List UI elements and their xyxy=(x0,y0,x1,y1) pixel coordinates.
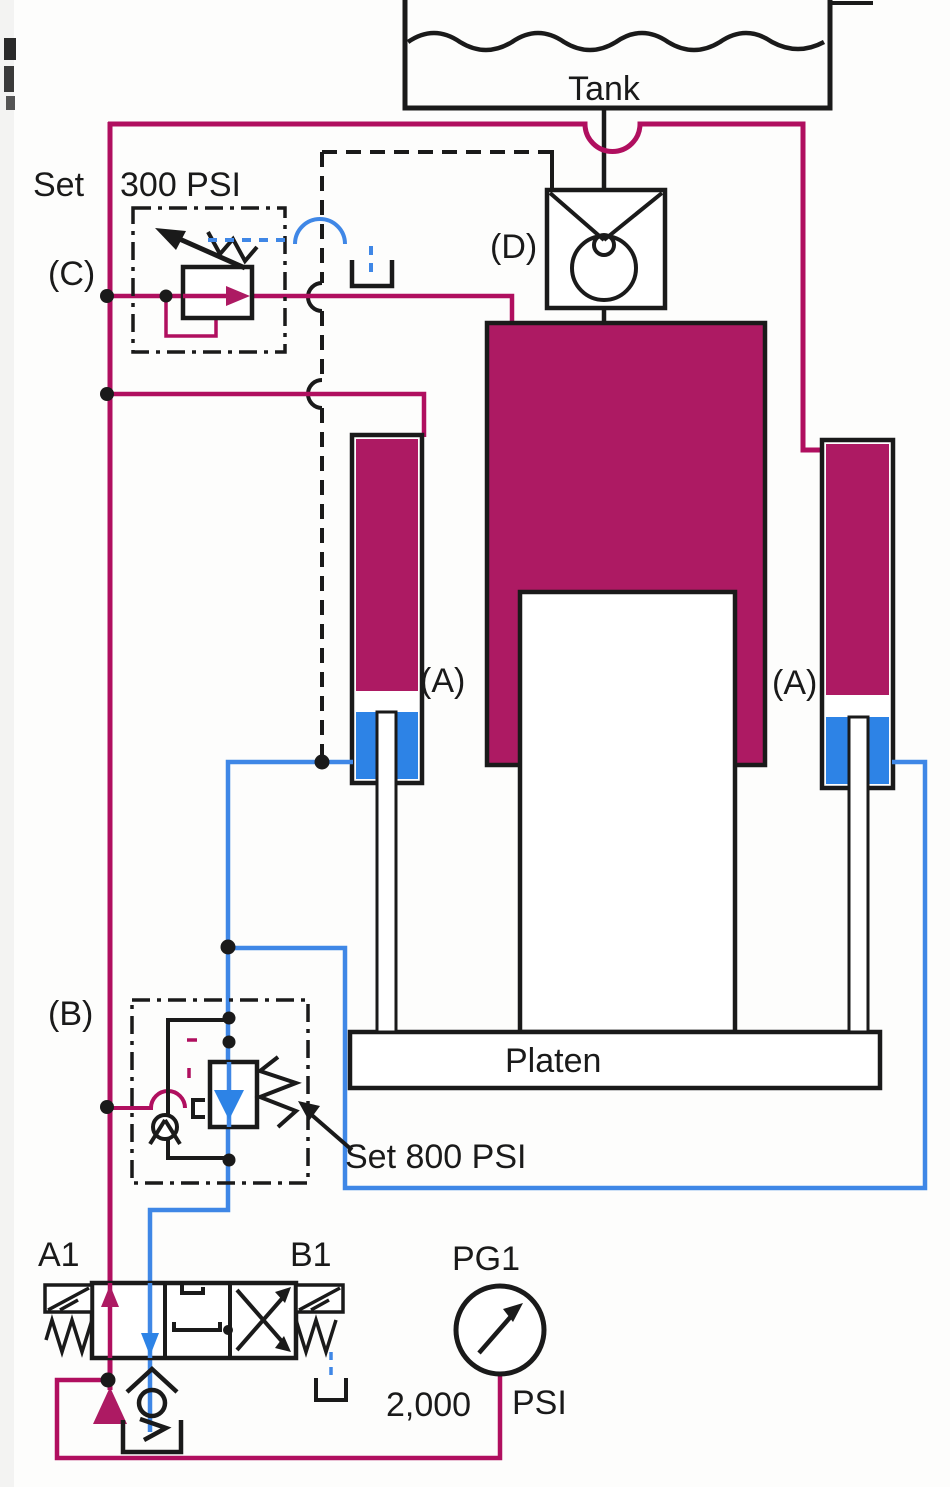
pressure-value-label: 2,000 xyxy=(386,1386,471,1424)
dcv-cross-arrow-2 xyxy=(275,1336,291,1352)
tank-walls xyxy=(402,0,833,111)
left-cylinder-cap-fluid xyxy=(356,439,418,691)
dcv-center-bracket-top xyxy=(180,1283,205,1295)
left-return-spring xyxy=(44,1314,94,1358)
valve-c-flow-arrow xyxy=(226,286,250,306)
platen-label: Platen xyxy=(505,1042,601,1080)
prefill-poppet-inner xyxy=(592,233,616,257)
rod-line-loop-right xyxy=(228,759,928,1191)
tank-fluid-wave xyxy=(406,30,826,53)
counterbalance-pilot-branch xyxy=(110,1089,187,1110)
set800-arrowhead xyxy=(298,1101,320,1121)
right-cylinder-label: (A) xyxy=(772,664,817,702)
valve-b-bypass-frame xyxy=(166,1018,229,1160)
left-solenoid-icon xyxy=(47,1286,90,1312)
pressure-line-top xyxy=(108,121,824,453)
valve-b-internal-pilot-dash xyxy=(187,1038,203,1084)
junction-dot xyxy=(314,754,330,770)
valve-d-label: (D) xyxy=(490,228,537,266)
tank-label: Tank xyxy=(568,70,641,108)
junction-dots xyxy=(100,289,330,1388)
solenoid-drain-cup xyxy=(314,1378,348,1402)
valve-b-label: (B) xyxy=(48,995,93,1033)
dcv-p-arrow xyxy=(101,1285,119,1307)
gauge-label: PG1 xyxy=(452,1240,520,1278)
set-word-label: Set xyxy=(33,166,85,204)
main-ram-cylinder xyxy=(484,320,768,1035)
scan-mark xyxy=(4,66,14,92)
gauge-needle xyxy=(477,1311,516,1355)
setting-300-label: 300 PSI xyxy=(120,166,241,204)
dcv-b-arrow xyxy=(141,1333,159,1356)
return-cup xyxy=(120,1420,184,1455)
right-cylinder-rod xyxy=(847,715,870,1034)
dcv-center-bracket-bottom xyxy=(172,1322,222,1332)
pressure-source-triangle xyxy=(93,1387,127,1424)
scan-edge-band xyxy=(0,0,14,1487)
left-cylinder-label: (A) xyxy=(420,662,465,700)
valve-c-label: (C) xyxy=(48,255,95,293)
right-solenoid-icon xyxy=(298,1286,341,1312)
return-chevron xyxy=(125,1365,179,1394)
reservoir-tank xyxy=(402,0,873,111)
left-cylinder-a xyxy=(349,432,425,1034)
right-cylinder-a xyxy=(819,437,896,1034)
valve-c-adjust-arrowhead xyxy=(155,228,186,250)
prefill-poppet-seat xyxy=(548,191,664,242)
junction-dot xyxy=(222,1035,236,1049)
junction-dot xyxy=(222,1153,236,1167)
scan-mark xyxy=(6,96,15,110)
right-cylinder-cap-fluid xyxy=(826,444,889,695)
directional-valve xyxy=(43,1280,348,1402)
drain-cup-icon xyxy=(349,260,395,289)
junction-dot xyxy=(100,1100,114,1114)
valve-c-drain-hop xyxy=(293,217,347,245)
gauge-needle-head xyxy=(503,1303,523,1322)
sequence-valve-c xyxy=(131,206,395,354)
port-a1-label: A1 xyxy=(38,1236,80,1274)
gauge-supply-line xyxy=(54,1374,503,1461)
junction-dot xyxy=(100,289,114,303)
return-squiggle xyxy=(139,1416,172,1442)
pressure-gauge xyxy=(453,1283,547,1377)
valve-c-body xyxy=(180,264,255,321)
junction-dot xyxy=(100,1372,116,1388)
valve-c-boundary xyxy=(131,206,287,354)
dcv-cross-arrow-1 xyxy=(275,1287,291,1303)
return-circle xyxy=(136,1387,168,1419)
pressure-branch-left-cyl xyxy=(110,391,427,437)
dcv-cross-2 xyxy=(235,1288,288,1348)
valve-b-flow-arrow xyxy=(214,1090,244,1120)
valve-b-pilot-port xyxy=(191,1098,205,1119)
junction-dot xyxy=(100,387,114,401)
main-ram-rod xyxy=(517,589,738,1035)
right-return-spring xyxy=(294,1314,338,1358)
valve-c-adjust-shaft xyxy=(173,234,247,271)
prefill-valve-d xyxy=(544,187,668,326)
port-b1-label: B1 xyxy=(290,1236,332,1274)
platen-bar xyxy=(347,1029,883,1091)
rod-line-left xyxy=(147,759,353,1283)
platen-assembly xyxy=(347,1029,883,1091)
dcv-center-dot xyxy=(223,1325,233,1335)
left-cylinder-rod xyxy=(375,710,398,1034)
valve-b-spring xyxy=(254,1055,302,1129)
setting-800-label: Set 800 PSI xyxy=(345,1138,526,1176)
scan-mark xyxy=(4,38,16,60)
labels: Tank Set 300 PSI (C) (D) (A) (A) (B) Pla… xyxy=(33,70,817,1424)
valve-b-boundary xyxy=(130,998,310,1185)
sequence-valve-pilot-loop xyxy=(164,298,218,338)
junction-dot xyxy=(222,1011,236,1025)
dcv-cross-1 xyxy=(235,1292,288,1352)
junction-dot xyxy=(159,289,173,303)
scan-artifacts xyxy=(0,0,16,1487)
return-tank-symbol xyxy=(120,1365,184,1455)
set800-arrow-shaft xyxy=(304,1108,354,1152)
valve-b-check-seat xyxy=(148,1118,182,1146)
counterbalance-valve-b xyxy=(130,998,354,1185)
pressure-unit-label: PSI xyxy=(512,1384,567,1422)
junction-dot xyxy=(220,939,236,955)
